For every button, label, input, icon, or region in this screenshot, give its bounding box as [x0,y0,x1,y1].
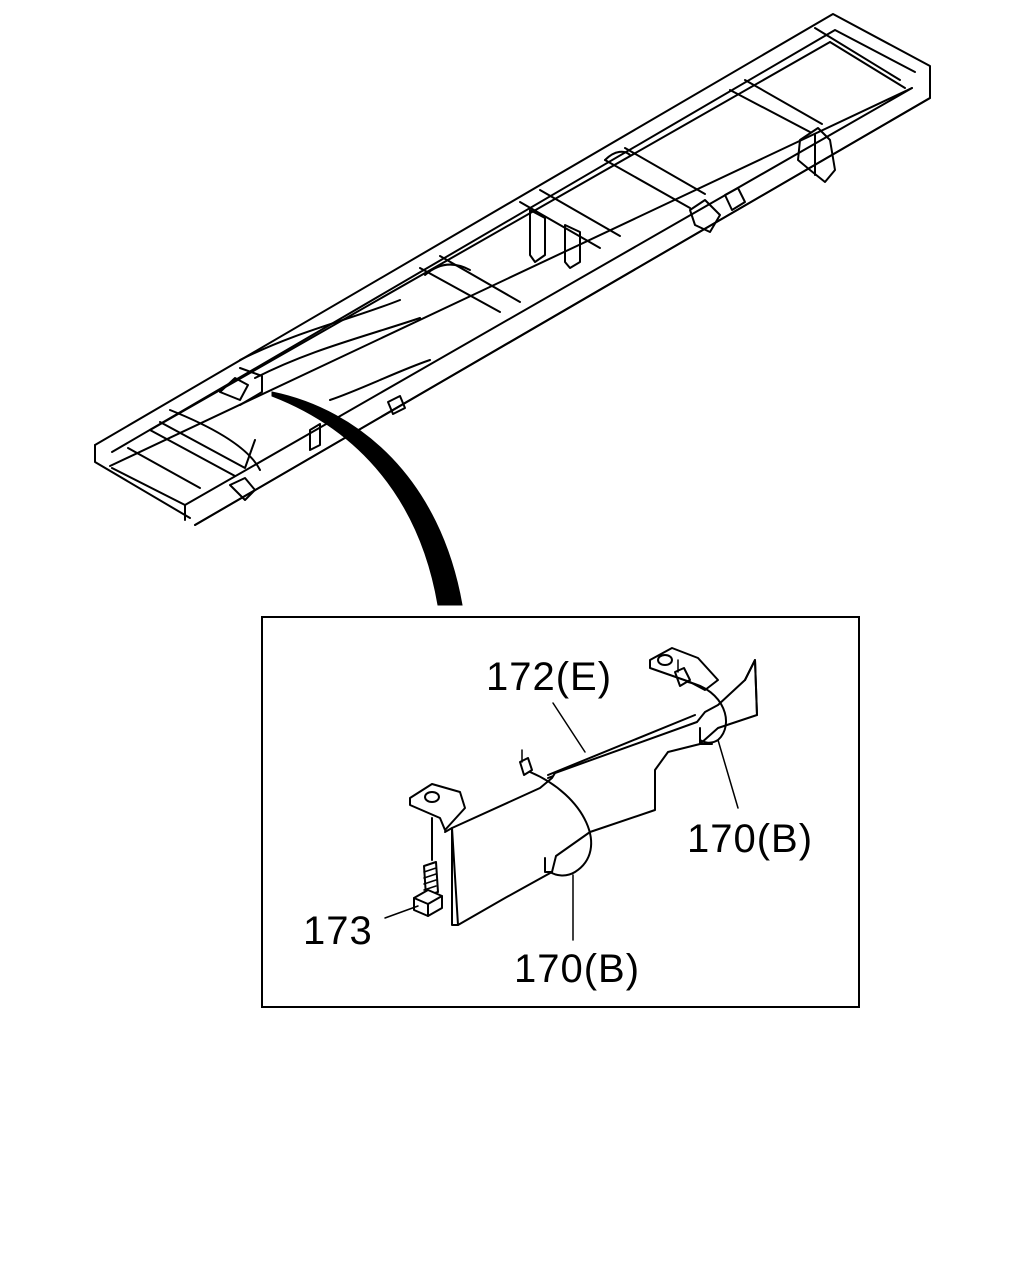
cable-tie-left [519,749,593,877]
heat-shield-assembly [409,647,758,926]
bolt [413,861,443,917]
callout-170-bottom: 170(B) [514,947,640,991]
callout-170-right: 170(B) [687,817,813,861]
detail-frame [261,616,860,1008]
leader-172 [552,702,586,753]
callout-172: 172(E) [486,655,612,699]
leader-173 [384,905,419,919]
chassis-frame [94,13,931,526]
callout-173: 173 [303,909,373,953]
leader-170-right [717,739,739,809]
detail-pointer [271,391,463,606]
